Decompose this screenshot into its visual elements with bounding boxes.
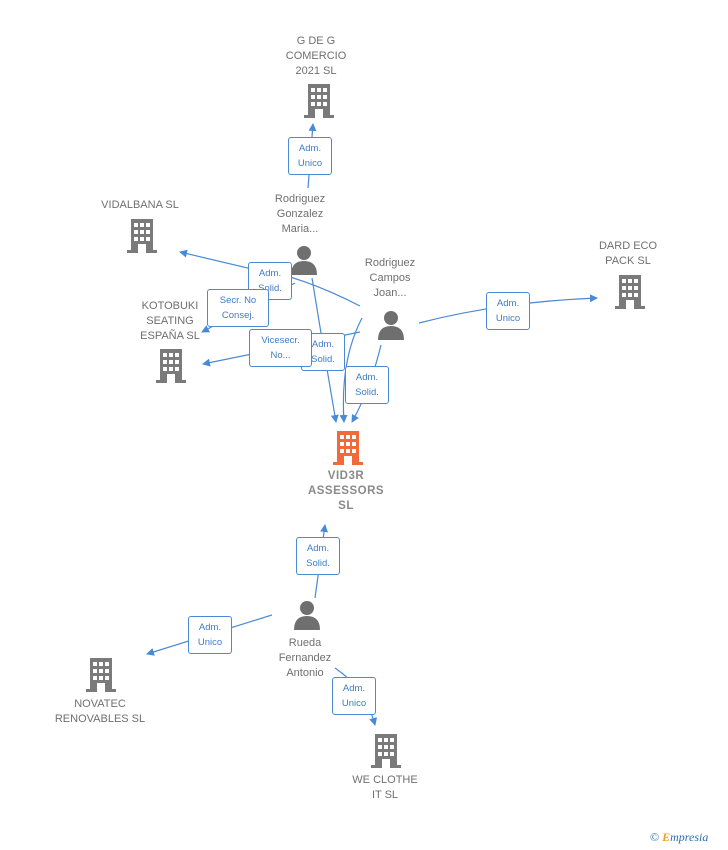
company-label-weclothe[interactable]: WE CLOTHE IT SL — [352, 774, 418, 801]
company-label-vidalbana[interactable]: VIDALBANA SL — [101, 199, 179, 211]
building-icon-vidalbana[interactable] — [127, 219, 157, 253]
copyright-icon: © — [650, 830, 660, 844]
building-icon-weclothe[interactable] — [371, 734, 401, 768]
relation-tag: Secr. No Consej. — [207, 289, 269, 327]
relation-tag: Vicesecr. No... — [249, 329, 312, 367]
person-label-gonzalez[interactable]: Rodriguez Gonzalez Maria... — [274, 193, 326, 235]
relation-tag: Adm. Unico — [486, 292, 530, 330]
relation-tag: Adm. Solid. — [345, 366, 389, 404]
building-icon-kotobuki[interactable] — [156, 349, 186, 383]
building-icon-dard[interactable] — [615, 275, 645, 309]
building-icon-center[interactable] — [333, 431, 363, 465]
company-label-dard[interactable]: DARD ECO PACK SL — [598, 240, 658, 267]
relation-tag: Adm. Unico — [188, 616, 232, 654]
person-label-rueda[interactable]: Rueda Fernandez Antonio — [278, 637, 332, 679]
brand-text: mpresia — [670, 830, 709, 844]
building-icon-novatec[interactable] — [86, 658, 116, 692]
company-label-kotobuki[interactable]: KOTOBUKI SEATING ESPAÑA SL — [140, 300, 200, 342]
empresia-logo[interactable]: © Empresia — [650, 830, 708, 845]
person-icon-rueda[interactable] — [293, 600, 321, 630]
relation-tag: Adm. Unico — [288, 137, 332, 175]
person-label-campos[interactable]: Rodriguez Campos Joan... — [364, 257, 416, 299]
company-label-center[interactable]: VID3R ASSESSORS SL — [307, 470, 385, 512]
edge-campos-center-a — [339, 317, 363, 423]
company-label-gdeg[interactable]: G DE G COMERCIO 2021 SL — [285, 35, 347, 77]
person-icon-gonzalez[interactable] — [290, 245, 318, 275]
building-icon-gdeg[interactable] — [304, 84, 334, 118]
company-label-novatec[interactable]: NOVATEC RENOVABLES SL — [54, 698, 146, 725]
relation-tag: Adm. Solid. — [296, 537, 340, 575]
person-icon-campos[interactable] — [377, 310, 405, 340]
brand-e: E — [662, 830, 671, 844]
relation-tag: Adm. Solid. — [248, 262, 292, 300]
relation-tag: Adm. Unico — [332, 677, 376, 715]
